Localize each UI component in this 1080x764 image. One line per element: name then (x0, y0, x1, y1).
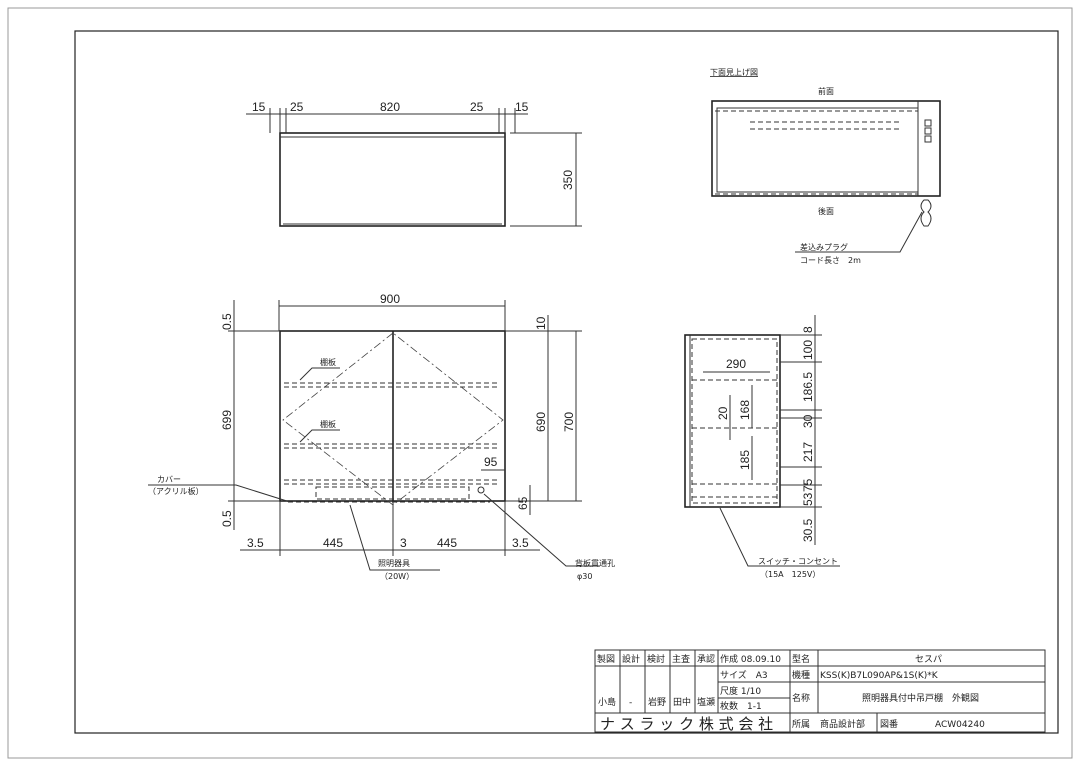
dim-20: 20 (716, 406, 730, 420)
label-hole-sub: φ30 (577, 572, 592, 581)
dim-top-15-right: 15 (515, 100, 529, 114)
dim-bottom-gap: 0.5 (220, 510, 234, 527)
tb-dept: 商品設計部 (820, 718, 865, 730)
label-front: 前面 (818, 86, 834, 96)
dim-168: 168 (738, 400, 752, 420)
dim-100: 100 (801, 340, 815, 360)
tb-model-label: 型名 (792, 653, 810, 665)
dim-3-5-right: 3.5 (512, 536, 529, 550)
dim-top-15-left: 15 (252, 100, 266, 114)
tb-type: KSS(K)B7L090AP&1S(K)*K (820, 671, 939, 681)
dim-53: 53 (801, 492, 815, 506)
dim-top-25-right: 25 (470, 100, 484, 114)
tb-size: サイズ A3 (720, 669, 768, 681)
dim-top-gap: 0.5 (220, 313, 234, 330)
tb-scale: 尺度 1/10 (720, 685, 761, 697)
bottom-view: 下面見上げ図 前面 後面 差込みプラグ コード長さ 2m (710, 68, 941, 265)
tb-drawing-name: 照明器具付中吊戸棚 外観図 (862, 692, 979, 704)
dim-30-5: 30.5 (801, 518, 815, 542)
front-view: 900 棚板 棚板 0.5 699 0.5 10 690 700 95 65 カ… (148, 292, 615, 581)
dim-65: 65 (516, 496, 530, 510)
side-view: 290 20 168 185 8 100 186.5 30 217 75 53 … (684, 315, 840, 579)
plug-icon (920, 199, 932, 227)
dim-700: 700 (562, 412, 576, 432)
tb-company: ナ ス ラ ッ ク 株 式 会 社 (600, 715, 773, 733)
tb-dept-label: 所属 (792, 719, 810, 730)
tb-name-approval: 塩瀬 (697, 696, 715, 708)
label-switch: スイッチ・コンセント (758, 557, 838, 566)
tb-name-design: - (629, 698, 632, 708)
label-cover: カバー (157, 475, 181, 484)
tb-header-design: 設計 (622, 653, 640, 665)
cord-label: コード長さ 2m (800, 256, 861, 265)
tb-name-label: 名称 (792, 692, 810, 704)
dim-10: 10 (534, 316, 548, 330)
top-view: 15 25 820 25 15 350 (246, 100, 582, 227)
tb-header-chief: 主査 (672, 653, 690, 665)
plug-label: 差込みプラグ (800, 242, 848, 252)
dim-445-left: 445 (323, 536, 343, 550)
label-shelf-1: 棚板 (320, 357, 336, 367)
title-block: 製図 設計 検討 主査 承認 小島 - 岩野 田中 塩瀬 作成 08.09.10… (594, 649, 1046, 733)
tb-drawing-no: ACW04240 (935, 720, 985, 730)
label-cover-sub: （アクリル板） (148, 486, 204, 496)
dim-217: 217 (801, 442, 815, 462)
dim-445-right: 445 (437, 536, 457, 550)
dim-290: 290 (726, 357, 746, 371)
label-switch-sub: （15A 125V） (760, 570, 820, 579)
dim-3-5-left: 3.5 (247, 536, 264, 550)
dim-75: 75 (801, 478, 815, 492)
sheet-frame (74, 30, 1059, 734)
tb-created: 作成 08.09.10 (720, 653, 781, 665)
tb-name-drafting: 小島 (598, 696, 616, 708)
tb-header-review: 検討 (647, 653, 665, 665)
dim-top-25-left: 25 (290, 100, 304, 114)
dim-690: 690 (534, 412, 548, 432)
label-light: 照明器具 (378, 559, 410, 568)
label-light-sub: （20W） (380, 572, 414, 581)
tb-sheets: 枚数 1-1 (720, 700, 762, 712)
tb-name-chief: 田中 (673, 696, 691, 708)
dim-3: 3 (400, 536, 407, 550)
dim-900: 900 (380, 292, 400, 306)
dim-top-820: 820 (380, 100, 400, 114)
dim-top-350: 350 (561, 170, 575, 190)
tb-name-review: 岩野 (648, 696, 666, 708)
sheet-outer-border (7, 7, 1073, 759)
dim-30: 30 (801, 414, 815, 428)
tb-header-drafting: 製図 (597, 653, 615, 665)
dim-8: 8 (801, 326, 815, 333)
dim-95: 95 (484, 455, 498, 469)
tb-header-approval: 承認 (697, 653, 715, 665)
tb-drawing-no-label: 図番 (880, 718, 898, 730)
dim-699: 699 (220, 410, 234, 430)
label-shelf-2: 棚板 (320, 419, 336, 429)
label-hole: 背板貫通孔 (575, 558, 615, 568)
dim-185: 185 (738, 450, 752, 470)
dim-186-5: 186.5 (801, 372, 815, 402)
bottom-view-title: 下面見上げ図 (710, 68, 758, 77)
tb-model: セスパ (915, 654, 942, 665)
label-back: 後面 (818, 206, 834, 216)
tb-type-label: 機種 (792, 669, 810, 681)
